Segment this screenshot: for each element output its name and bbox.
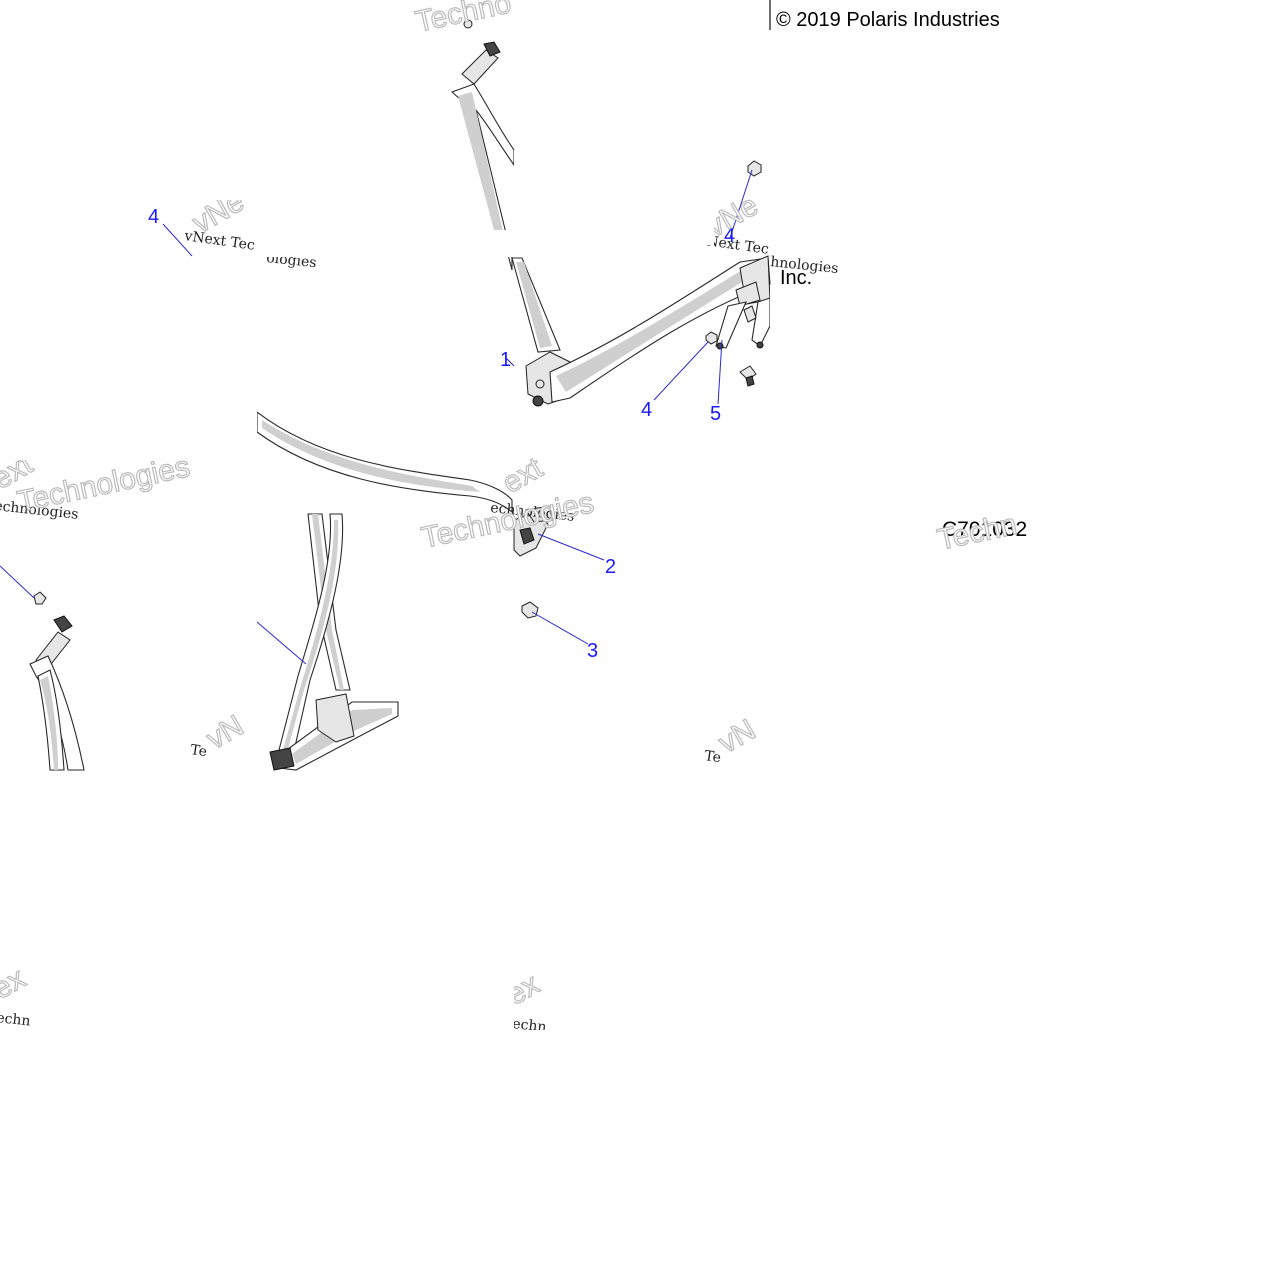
lower-belt-section [269, 513, 399, 771]
middle-belt-section [256, 410, 513, 514]
drawing-code: C701032 [942, 518, 1027, 541]
nut-hardware [747, 160, 762, 177]
watermark-fragment: hnologies [770, 254, 840, 277]
watermark-fragment: ext [497, 451, 549, 500]
watermark-fragment: echn [0, 1010, 31, 1029]
watermark-fragment: Te [703, 748, 722, 766]
buckle-assembly [715, 255, 771, 350]
nut-hardware [705, 331, 718, 345]
upper-shoulder-belt [450, 19, 771, 407]
left-anchor [33, 591, 73, 669]
watermark-fragment: Techno [413, 0, 514, 39]
watermark-fragment: Technologies [15, 450, 193, 519]
watermark-fragment: ex [0, 962, 31, 1006]
callout-2: 2 [605, 556, 616, 578]
lower-retractor [269, 693, 355, 771]
copyright-fragment: Inc. [780, 267, 812, 289]
buckle-anchor [513, 505, 553, 557]
callout-4: 4 [641, 399, 652, 421]
shoulder-strap [450, 83, 515, 271]
bolt-hardware [739, 365, 757, 387]
watermark-fragment: vNext Tec [182, 228, 255, 254]
watermark-fragment: Te [189, 742, 208, 760]
anchor-bolt [521, 601, 539, 619]
upper-anchor-bolt [461, 19, 501, 85]
callout-5: 5 [710, 403, 721, 425]
callout-4: 4 [148, 206, 159, 228]
callout-3: 3 [587, 640, 598, 662]
callout-1: 1 [500, 349, 511, 371]
watermark-fragment: vN [201, 709, 249, 756]
left-belt-section [29, 591, 85, 771]
watermark-fragment: Techn [935, 508, 1020, 557]
callout-4: 4 [724, 225, 735, 247]
copyright-notice: © 2019 Polaris Industries [776, 9, 1000, 31]
